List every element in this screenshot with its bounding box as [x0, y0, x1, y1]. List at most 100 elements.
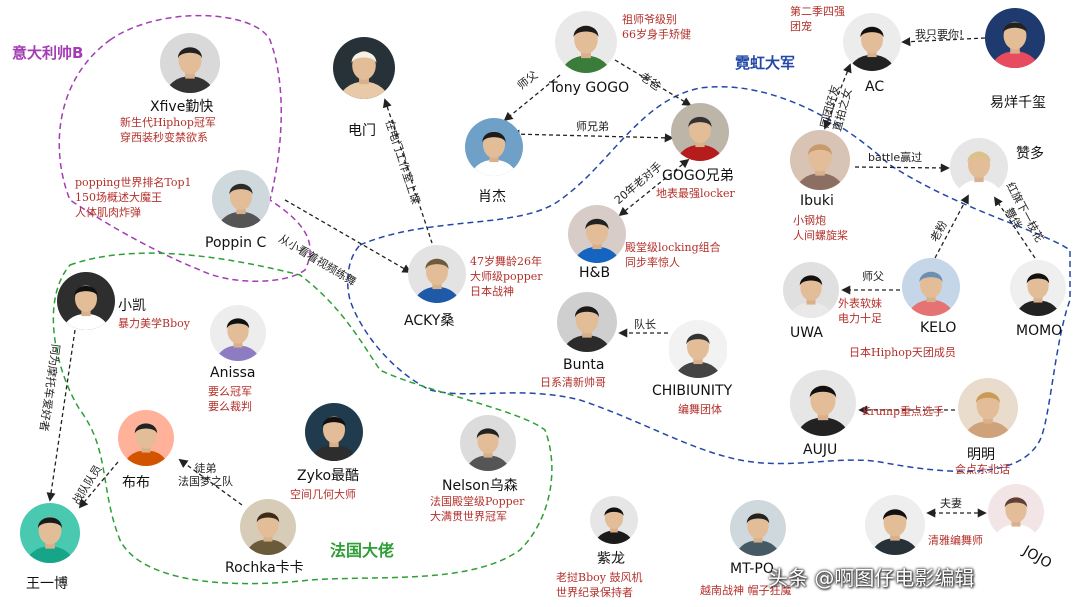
name-zilong: 紫龙 — [597, 551, 625, 567]
name-auju: AUJU — [803, 442, 838, 458]
name-wangyibo: 王一博 — [26, 576, 68, 592]
avatar-xfive — [160, 33, 220, 93]
group-label-france: 法国大佬 — [330, 541, 395, 560]
desc-mtpo: 越南战神 帽子狂魔 — [700, 584, 792, 597]
edge-xiaokai-wangyibo — [46, 329, 76, 502]
edge-poppinc-acky — [284, 199, 412, 273]
avatar-dianmen — [333, 37, 395, 99]
name-xiaojie: 肖杰 — [478, 189, 506, 205]
name-xfive: Xfive勤快 — [150, 99, 214, 115]
name-acky: ACKY桑 — [404, 313, 455, 329]
avatar-mingming — [958, 378, 1018, 438]
edge-gogo-xiaojie — [510, 129, 674, 143]
avatar-acky — [408, 245, 466, 303]
edge-bubu-wangyibo — [78, 461, 119, 509]
name-mingming: 明明 — [967, 447, 995, 463]
edge-kelo-zanduo — [934, 194, 969, 259]
name-mtpo: MT-PO — [730, 561, 774, 577]
avatar-ac — [843, 13, 901, 71]
edge-ibuki-zanduo — [854, 163, 950, 173]
relation-label-yiyang-ac: 我只要你! — [915, 28, 964, 41]
desc-hb: 殿堂级locking组合同步率惊人 — [625, 241, 721, 269]
name-zanduo: 赞多 — [1016, 146, 1044, 162]
avatar-kelo — [902, 258, 960, 316]
avatar-jojo — [988, 484, 1044, 540]
italy-group-boundary — [58, 14, 311, 282]
name-ibuki: Ibuki — [800, 193, 834, 209]
avatar-momo — [1010, 260, 1066, 316]
name-uwa: UWA — [790, 325, 823, 341]
name-anissa: Anissa — [210, 365, 256, 381]
avatar-gogo — [671, 103, 729, 161]
edge-tony-gogo — [614, 59, 692, 106]
name-hb: H&B — [579, 265, 611, 281]
name-yiyang: 易烊千玺 — [990, 95, 1046, 111]
name-xiaokai: 小凯 — [118, 298, 146, 314]
name-poppinc: Poppin C — [205, 235, 267, 251]
edge-gogo-hb — [618, 158, 690, 217]
neon-group-boundary — [347, 86, 1071, 473]
group-label-italy: 意大利帅B — [12, 44, 84, 62]
desc-ac: 第二季四强团宠 — [790, 5, 845, 33]
desc-xfive: 新生代Hiphop冠军穿西装秒变禁欲系 — [120, 116, 216, 144]
desc-zyko: 空间几何大师 — [290, 488, 356, 501]
desc-jojo: 清雅编舞师 — [928, 534, 983, 547]
desc-anissa: 要么冠军要么裁判 — [208, 385, 252, 413]
relation-label-gogo-xiaojie: 师兄弟 — [576, 120, 609, 133]
avatar-yiyang — [985, 8, 1045, 68]
avatar-zyko — [305, 403, 363, 461]
relation-label-ibuki-zanduo: battle赢过 — [868, 151, 923, 164]
avatar-rochka — [240, 499, 296, 555]
watermark: 头条 @啊图仔电影编辑 — [768, 566, 975, 590]
desc-xiaokai: 暴力美学Bboy — [118, 317, 190, 330]
name-bubu: 布布 — [122, 475, 150, 491]
avatar-chibi — [668, 320, 728, 378]
avatar-hb — [568, 205, 626, 263]
edge-ac-ibuki — [823, 63, 852, 130]
desc-ibuki: 小钢炮人间螺旋桨 — [793, 214, 848, 242]
avatar-qinyuan — [865, 495, 925, 555]
relation-label-chibi-bunta: 队长 — [634, 318, 656, 331]
desc-kelo: 外表软妹电力十足 — [838, 297, 882, 325]
avatar-ibuki — [790, 130, 850, 190]
avatar-zilong — [590, 496, 638, 544]
name-dianmen: 电门 — [348, 123, 376, 139]
desc-bunta: 日系清新帅哥 — [540, 376, 606, 389]
avatar-nelson — [460, 415, 516, 471]
name-rochka: Rochka卡卡 — [225, 560, 304, 576]
france-group-boundary — [52, 252, 553, 585]
name-tonygogo: Tony GOGO — [549, 80, 630, 96]
desc-chibi: 编舞团体 — [678, 403, 722, 416]
name-chibi: CHIBIUNITY — [652, 383, 733, 399]
edge-momo-zanduo — [993, 196, 1036, 259]
edge-tony-xiaojie — [503, 74, 561, 122]
name-momo: MOMO — [1016, 323, 1063, 339]
name-zyko: Zyko最酷 — [297, 468, 360, 484]
group-label-neon: 霓虹大军 — [735, 54, 796, 72]
avatar-zanduo — [950, 138, 1008, 196]
edge-rochka-bubu — [178, 458, 243, 506]
name-bunta: Bunta — [563, 357, 605, 373]
avatar-xiaojie — [465, 118, 523, 176]
relation-label-mingming-auju: Krump重点选手 — [862, 405, 945, 418]
avatar-tonygogo — [555, 11, 617, 73]
avatar-auju — [790, 370, 856, 436]
name-nelson: Nelson乌森 — [442, 478, 518, 494]
avatar-anissa — [210, 305, 266, 361]
avatar-bunta — [557, 292, 617, 352]
relation-label-jojo-qinyuan: 夫妻 — [940, 497, 962, 510]
desc-mingming: 会点东北话 — [955, 463, 1010, 476]
avatar-wangyibo — [20, 503, 80, 563]
avatar-mtpo — [730, 500, 786, 556]
name-kelo: KELO — [920, 320, 957, 336]
name-ac: AC — [865, 79, 885, 95]
name-gogo: GOGO兄弟 — [662, 168, 734, 184]
avatar-poppinc — [212, 170, 270, 228]
desc-gogo: 地表最强locker — [656, 187, 735, 200]
avatar-uwa — [783, 262, 839, 318]
